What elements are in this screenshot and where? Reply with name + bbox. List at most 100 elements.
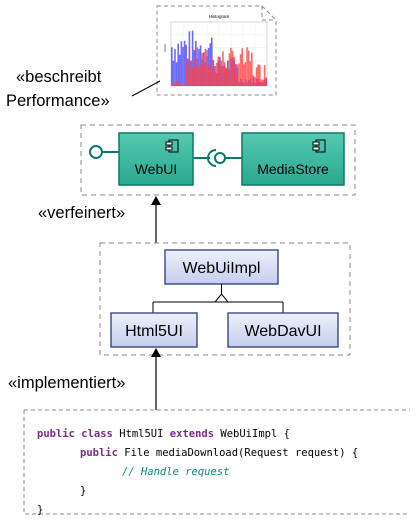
refines-label: «verfeinert»: [38, 204, 125, 222]
chart-bar: [177, 43, 179, 86]
chart-bar: [265, 77, 267, 86]
chart-bar: [172, 60, 175, 86]
chart-bar: [252, 75, 255, 86]
chart-bar: [223, 62, 226, 86]
chart-bar: [177, 83, 179, 86]
chart-bars: [171, 30, 267, 86]
chart-bar: [263, 65, 266, 86]
component-icon: [312, 139, 326, 153]
chart-bar: [239, 54, 242, 86]
chart-bar: [254, 77, 256, 86]
chart-bar: [179, 81, 181, 86]
chart-bar: [190, 62, 192, 86]
implements-label: «implementiert»: [8, 374, 125, 392]
chart-bar: [235, 73, 237, 86]
component-group-frame: [80, 124, 356, 196]
webui-label: WebUI: [135, 161, 178, 177]
mediastore-label: MediaStore: [257, 161, 329, 177]
webdavui-label: WebDavUI: [244, 323, 321, 340]
chart-bar: [260, 79, 263, 86]
chart-bar: [191, 30, 194, 86]
html5ui-label: Html5UI: [125, 323, 183, 340]
chart-bar: [244, 62, 247, 86]
chart-bar: [183, 85, 186, 86]
chart-title: Histogram: [209, 14, 230, 19]
chart-bar: [180, 41, 183, 86]
describes-connector: [131, 80, 161, 97]
chart-bar: [183, 40, 186, 86]
chart-bar: [211, 56, 213, 86]
webuiimpl-label: WebUiImpl: [183, 260, 261, 277]
chart-bar: [262, 79, 264, 86]
chart-bar: [212, 67, 215, 86]
chart-bar: [215, 62, 218, 86]
provided-interface-icon: [89, 145, 103, 159]
chart-bar: [174, 82, 176, 86]
chart-bar: [233, 56, 235, 86]
chart-bar: [259, 65, 261, 86]
code-line-1: public class Html5UI extends WebUiImpl {: [37, 428, 290, 440]
chart-bar: [243, 64, 245, 86]
chart-bar: [255, 67, 258, 86]
chart-bar: [246, 47, 248, 86]
chart-bar: [172, 84, 175, 86]
performance-chart-note: Histogram: [156, 5, 277, 96]
chart-bar: [185, 60, 187, 86]
chart-bar: [187, 58, 189, 86]
chart-bar: [257, 64, 259, 86]
chart-bar: [214, 71, 216, 86]
chart-bar: [230, 47, 232, 86]
chart-bar: [251, 52, 253, 86]
chart-bar: [195, 40, 197, 86]
chart-bar: [204, 48, 207, 86]
chart-bar: [182, 84, 184, 86]
chart-bar: [225, 67, 227, 86]
chart-bar: [171, 47, 173, 86]
chart-bar: [231, 50, 234, 86]
chart-bar: [247, 50, 250, 86]
chart-bar: [199, 65, 202, 86]
code-line-3: // Handle request: [122, 466, 229, 478]
chart-bar: [175, 62, 178, 86]
code-line-4: }: [80, 485, 86, 497]
chart-bar: [196, 47, 199, 86]
chart-bar: [195, 66, 197, 86]
ball-socket-connector: [193, 149, 242, 167]
chart-bar: [207, 48, 210, 86]
chart-bar: [219, 65, 221, 86]
mediastore-component: MediaStore: [241, 132, 345, 186]
describes-label-line1: «beschreibt: [16, 68, 102, 86]
code-line-2: public File mediaDownload(Request reques…: [80, 447, 358, 459]
chart-bar: [207, 67, 210, 86]
chart-bar: [188, 47, 191, 86]
chart-bar: [191, 68, 194, 86]
implements-arrowhead: [151, 348, 161, 357]
chart-bar: [228, 53, 231, 86]
chart-bar: [209, 63, 211, 86]
webdavui-class: WebDavUI: [227, 312, 339, 348]
chart-bar: [236, 64, 239, 86]
refines-arrowhead: [151, 196, 161, 205]
chart-bar: [201, 53, 203, 86]
class-group-frame: [99, 242, 351, 356]
chart-bar: [249, 61, 251, 86]
code-line-5: }: [37, 504, 43, 516]
html5ui-class: Html5UI: [110, 312, 198, 348]
describes-label-line2: Performance»: [6, 92, 110, 110]
chart-bar: [222, 51, 224, 86]
webui-component: WebUI: [118, 132, 194, 186]
chart-bar: [227, 70, 229, 86]
chart-bar: [238, 63, 240, 86]
webuiimpl-class: WebUiImpl: [164, 249, 279, 285]
chart-bar: [182, 47, 184, 86]
inheritance-connector: [152, 284, 284, 313]
code-listing: public class Html5UI extends WebUiImpl {…: [23, 409, 410, 516]
chart-bar: [187, 72, 189, 86]
chart-bar: [198, 67, 200, 86]
chart-bar: [203, 64, 205, 86]
chart-bar: [175, 80, 178, 86]
chart-bar: [193, 59, 195, 86]
chart-bar: [179, 54, 181, 86]
chart-bar: [220, 60, 223, 86]
